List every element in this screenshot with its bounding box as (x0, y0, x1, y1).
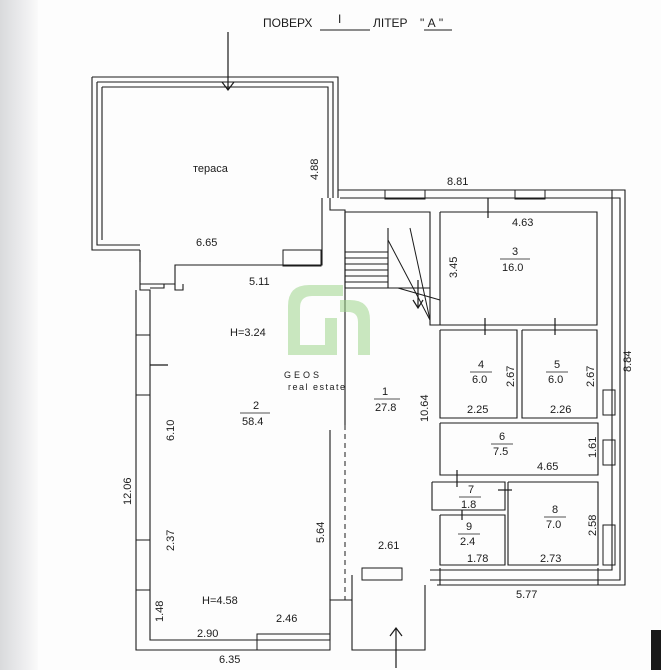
room-1-number: 1 (382, 386, 388, 398)
dim-5-11: 5.11 (249, 276, 270, 288)
door-marks (150, 198, 556, 520)
dim-5-77: 5.77 (516, 589, 537, 601)
dim-2-37: 2.37 (165, 530, 177, 551)
room-7-area: 1.8 (461, 499, 476, 511)
dim-1-78: 1.78 (467, 553, 488, 565)
dim-2-46: 2.46 (276, 613, 297, 625)
room-3-number: 3 (512, 246, 518, 258)
geos-watermark: GEOS real estate (284, 285, 370, 392)
room-9-area: 2.4 (460, 536, 475, 548)
room-labels: 1 27.8 2 58.4 3 16.0 4 6.0 5 6.0 6 7.5 7… (202, 246, 568, 607)
terrace-name: тераса (193, 163, 229, 175)
terrace-width: 6.65 (196, 237, 217, 249)
entry-arrows (221, 32, 424, 668)
terrace-height: 4.88 (309, 159, 321, 180)
dim-10-64: 10.64 (419, 394, 431, 422)
dim-6-10: 6.10 (165, 420, 177, 441)
watermark-brand: GEOS (284, 370, 322, 380)
window-markers (135, 189, 616, 651)
dim-2-58: 2.58 (587, 515, 599, 536)
dim-5-64: 5.64 (315, 522, 327, 543)
dim-1-61: 1.61 (587, 437, 599, 458)
room-1-area: 27.8 (375, 402, 396, 414)
room-8-area: 7.0 (546, 519, 561, 531)
room-7-number: 7 (468, 484, 474, 496)
letter-value: " А " (420, 16, 443, 30)
room-4-area: 6.0 (472, 374, 487, 386)
dim-4-63: 4.63 (512, 217, 533, 229)
height-lower: H=4.58 (202, 595, 238, 607)
room-5-number: 5 (554, 359, 560, 371)
dim-8-84: 8.84 (622, 351, 634, 372)
dim-1-48: 1.48 (154, 601, 166, 622)
floor-value: I (338, 12, 341, 26)
dim-2-25: 2.25 (467, 404, 488, 416)
plan-header: ПОВЕРХ I ЛІТЕР " А " (263, 12, 452, 31)
room-3-area: 16.0 (502, 262, 523, 274)
room-2-area: 58.4 (242, 416, 263, 428)
letter-label: ЛІТЕР (373, 16, 408, 30)
scan-shadow-left (0, 0, 38, 670)
scan-corner-dark (651, 630, 661, 670)
dim-2-90: 2.90 (197, 628, 218, 640)
dim-2-73: 2.73 (540, 553, 561, 565)
dim-2-61: 2.61 (378, 540, 399, 552)
room-8-number: 8 (552, 504, 558, 516)
dimension-labels: 8.81 4.63 5.11 2.25 2.26 4.65 2.61 1.78 … (122, 176, 634, 666)
staircase (345, 227, 441, 325)
walls (91, 76, 626, 651)
watermark-tagline: real estate (288, 382, 347, 392)
dim-2-67-a: 2.67 (505, 366, 517, 387)
room-4-number: 4 (478, 359, 484, 371)
dim-2-67-b: 2.67 (585, 366, 597, 387)
room-6-number: 6 (499, 431, 505, 443)
room-5-area: 6.0 (548, 374, 563, 386)
room-6-area: 7.5 (493, 446, 508, 458)
room-2-number: 2 (253, 400, 259, 412)
room-9-number: 9 (466, 521, 472, 533)
dim-2-26: 2.26 (550, 404, 571, 416)
dim-12-06: 12.06 (122, 477, 134, 505)
dim-8-81: 8.81 (447, 176, 468, 188)
dim-3-45: 3.45 (448, 257, 460, 278)
height-upper: H=3.24 (230, 327, 266, 339)
dim-4-65: 4.65 (537, 461, 558, 473)
floor-label: ПОВЕРХ (263, 16, 312, 30)
dim-6-35: 6.35 (219, 654, 240, 666)
